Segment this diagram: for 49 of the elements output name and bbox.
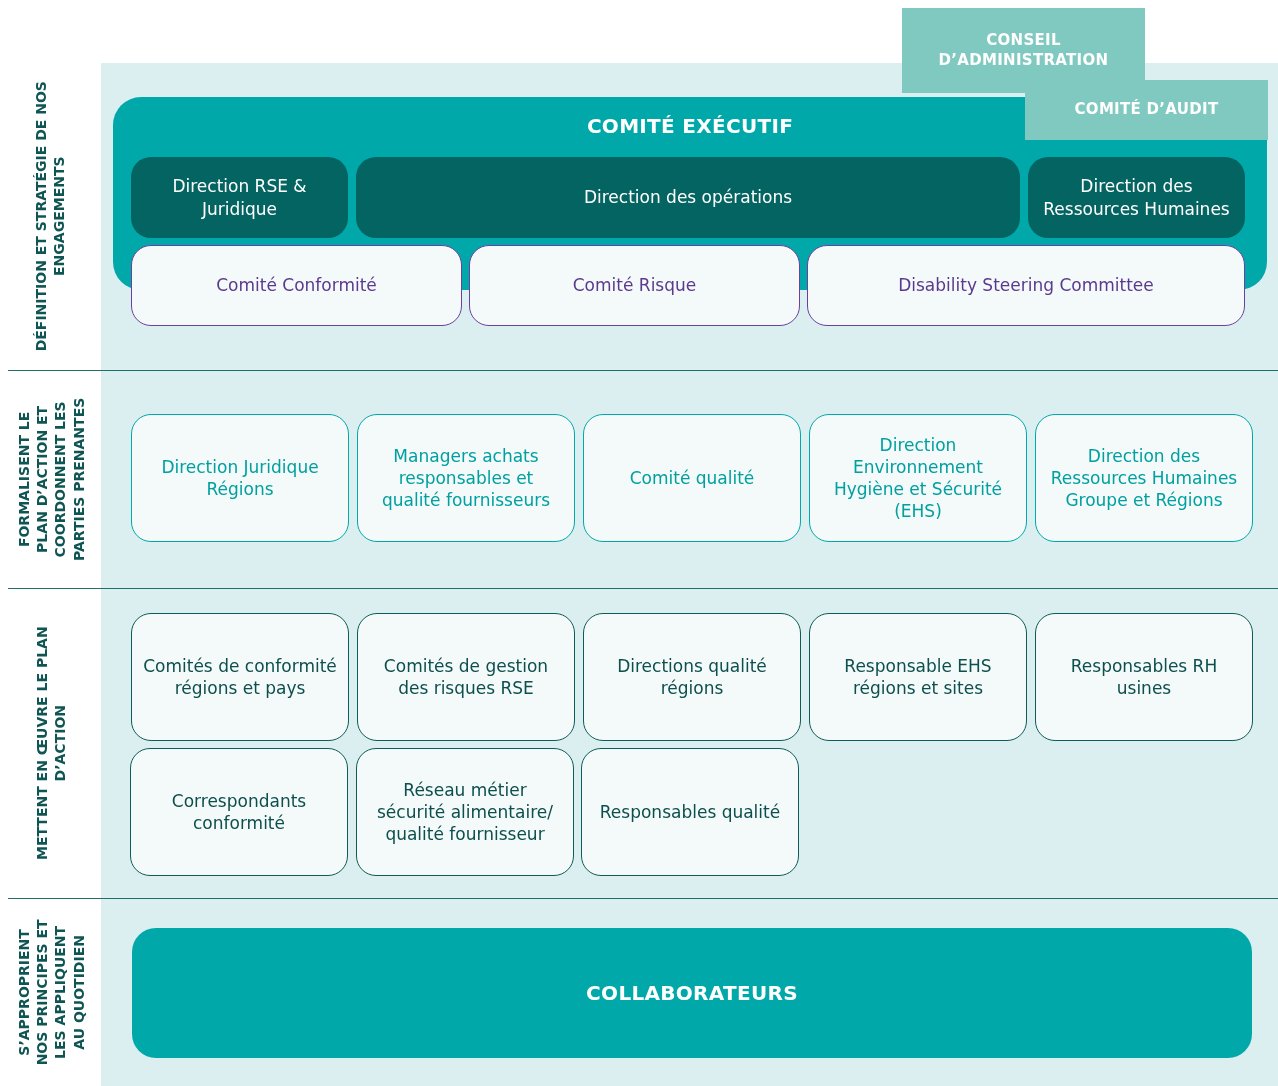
employees-box bbox=[132, 928, 1252, 1058]
implementation-box bbox=[131, 613, 349, 741]
box-label: Responsable EHS régions et sites bbox=[843, 654, 993, 700]
box-label: Responsables qualité bbox=[599, 800, 781, 824]
coordination-box bbox=[1035, 414, 1253, 542]
implementation-box bbox=[581, 748, 799, 876]
box-label: COLLABORATEURS bbox=[586, 980, 798, 1006]
section-label: METTENT EN ŒUVRE LE PLAN D’ACTION bbox=[32, 625, 69, 862]
box-label: Comité Risque bbox=[572, 274, 697, 297]
box-label: Direction Environnement Hygiène et Sécurité (EHS) bbox=[832, 433, 1004, 523]
box-label: Managers achats responsables et qualité fournisseurs bbox=[380, 444, 552, 512]
section-label: FORMALISENT LE PLAN D’ACTION ET COORDONNENT LES PARTIES PRENANTES bbox=[14, 396, 87, 563]
implementation-box bbox=[356, 748, 574, 876]
implementation-box bbox=[130, 748, 348, 876]
box-label: Comité Conformité bbox=[216, 274, 377, 297]
coordination-box bbox=[583, 414, 801, 542]
box-label: COMITÉ D’AUDIT bbox=[1074, 100, 1219, 120]
committee-box bbox=[469, 245, 800, 326]
direction-box bbox=[131, 157, 348, 238]
board-box bbox=[902, 8, 1145, 93]
implementation-box bbox=[357, 613, 575, 741]
implementation-box bbox=[809, 613, 1027, 741]
section-label: DÉFINITION ET STRATÉGIE DE NOS ENGAGEMENTS bbox=[32, 81, 69, 352]
board-box bbox=[1025, 80, 1268, 140]
box-label: Comités de conformité régions et pays bbox=[142, 654, 338, 700]
box-label: Direction RSE & Juridique bbox=[171, 175, 308, 220]
box-label: Disability Steering Committee bbox=[898, 274, 1154, 297]
box-label: Direction des opérations bbox=[583, 186, 793, 209]
box-label: Directions qualité régions bbox=[616, 654, 768, 700]
committee-box bbox=[131, 245, 462, 326]
coordination-box bbox=[131, 414, 349, 542]
direction-box bbox=[356, 157, 1020, 238]
box-label: Direction des Ressources Humaines bbox=[1042, 175, 1231, 220]
box-label: Réseau métier sécurité alimentaire/ qualité fournisseur bbox=[376, 778, 554, 846]
box-label: Comité qualité bbox=[629, 466, 755, 490]
box-label: Responsables RH usines bbox=[1069, 654, 1219, 700]
implementation-box bbox=[583, 613, 801, 741]
section-label: S’APPROPRIENT NOS PRINCIPES ET LES APPLIQUENT AU QUOTIDIEN bbox=[14, 918, 87, 1067]
box-label: Direction des Ressources Humaines Groupe et Régions bbox=[1049, 444, 1239, 512]
coordination-box bbox=[357, 414, 575, 542]
box-label: Correspondants conformité bbox=[170, 789, 308, 835]
implementation-box bbox=[1035, 613, 1253, 741]
box-label: Comités de gestion des risques RSE bbox=[382, 654, 550, 700]
coordination-box bbox=[809, 414, 1027, 542]
committee-box bbox=[807, 245, 1245, 326]
box-label: COMITÉ EXÉCUTIF bbox=[586, 113, 794, 139]
direction-box bbox=[1028, 157, 1245, 238]
box-label: CONSEIL D’ADMINISTRATION bbox=[937, 31, 1110, 70]
box-label: Direction Juridique Régions bbox=[160, 455, 320, 501]
